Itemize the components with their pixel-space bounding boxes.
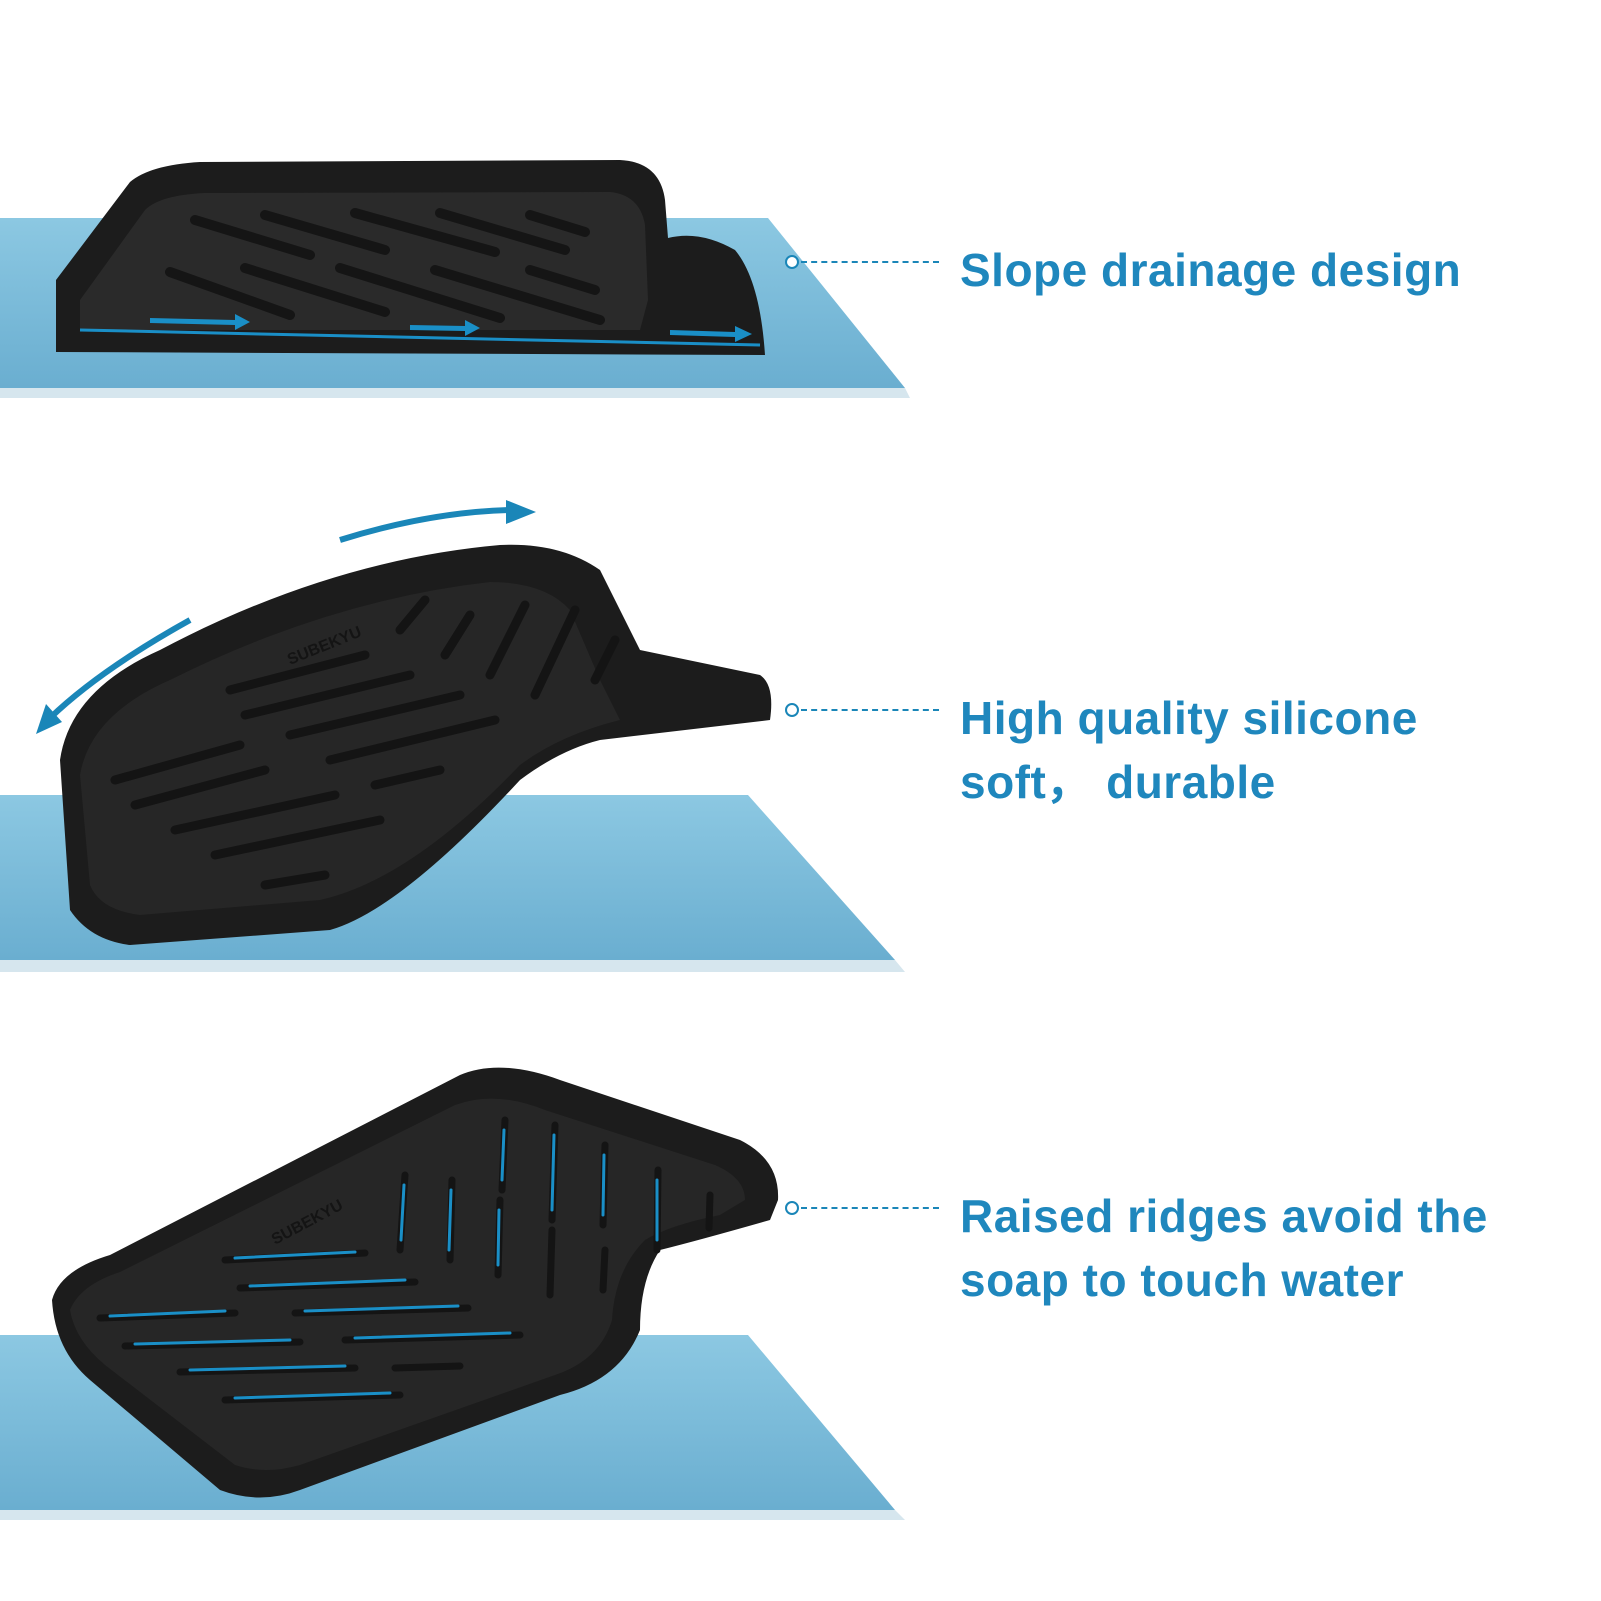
tray-ridges-illustration: SUBEKYU xyxy=(0,1067,905,1520)
feature-label-ridges: Raised ridges avoid the soap to touch wa… xyxy=(960,1190,1488,1306)
drain-flow-arrows xyxy=(79,328,761,347)
tray-flexed-illustration: SUBEKYU xyxy=(0,500,905,972)
tray-flat-illustration xyxy=(0,160,910,398)
callout-slope: Slope drainage design xyxy=(785,244,1461,302)
drain-ridges xyxy=(165,208,605,325)
feature-panel-slope: Slope drainage design xyxy=(0,0,1601,530)
feature-label-silicone: High quality silicone soft， durable xyxy=(960,692,1418,808)
dashed-leader-line xyxy=(785,700,940,720)
flex-arrow-left xyxy=(47,617,192,721)
flex-arrow-top xyxy=(339,507,511,543)
feature-panel-ridges: SUBEKYU Raised ridges avoid the soap to … xyxy=(0,1050,1601,1601)
drain-ridges xyxy=(96,1116,714,1404)
callout-ridges: Raised ridges avoid the soap to touch wa… xyxy=(785,1190,1488,1312)
dashed-leader-line xyxy=(785,1198,940,1218)
feature-panel-silicone: SUBEKYU High quality silicone soft， dura… xyxy=(0,490,1601,1010)
callout-silicone: High quality silicone soft， durable xyxy=(785,692,1418,814)
feature-label-slope: Slope drainage design xyxy=(960,244,1462,296)
drain-ridges xyxy=(110,595,620,890)
dashed-leader-line xyxy=(785,252,940,272)
